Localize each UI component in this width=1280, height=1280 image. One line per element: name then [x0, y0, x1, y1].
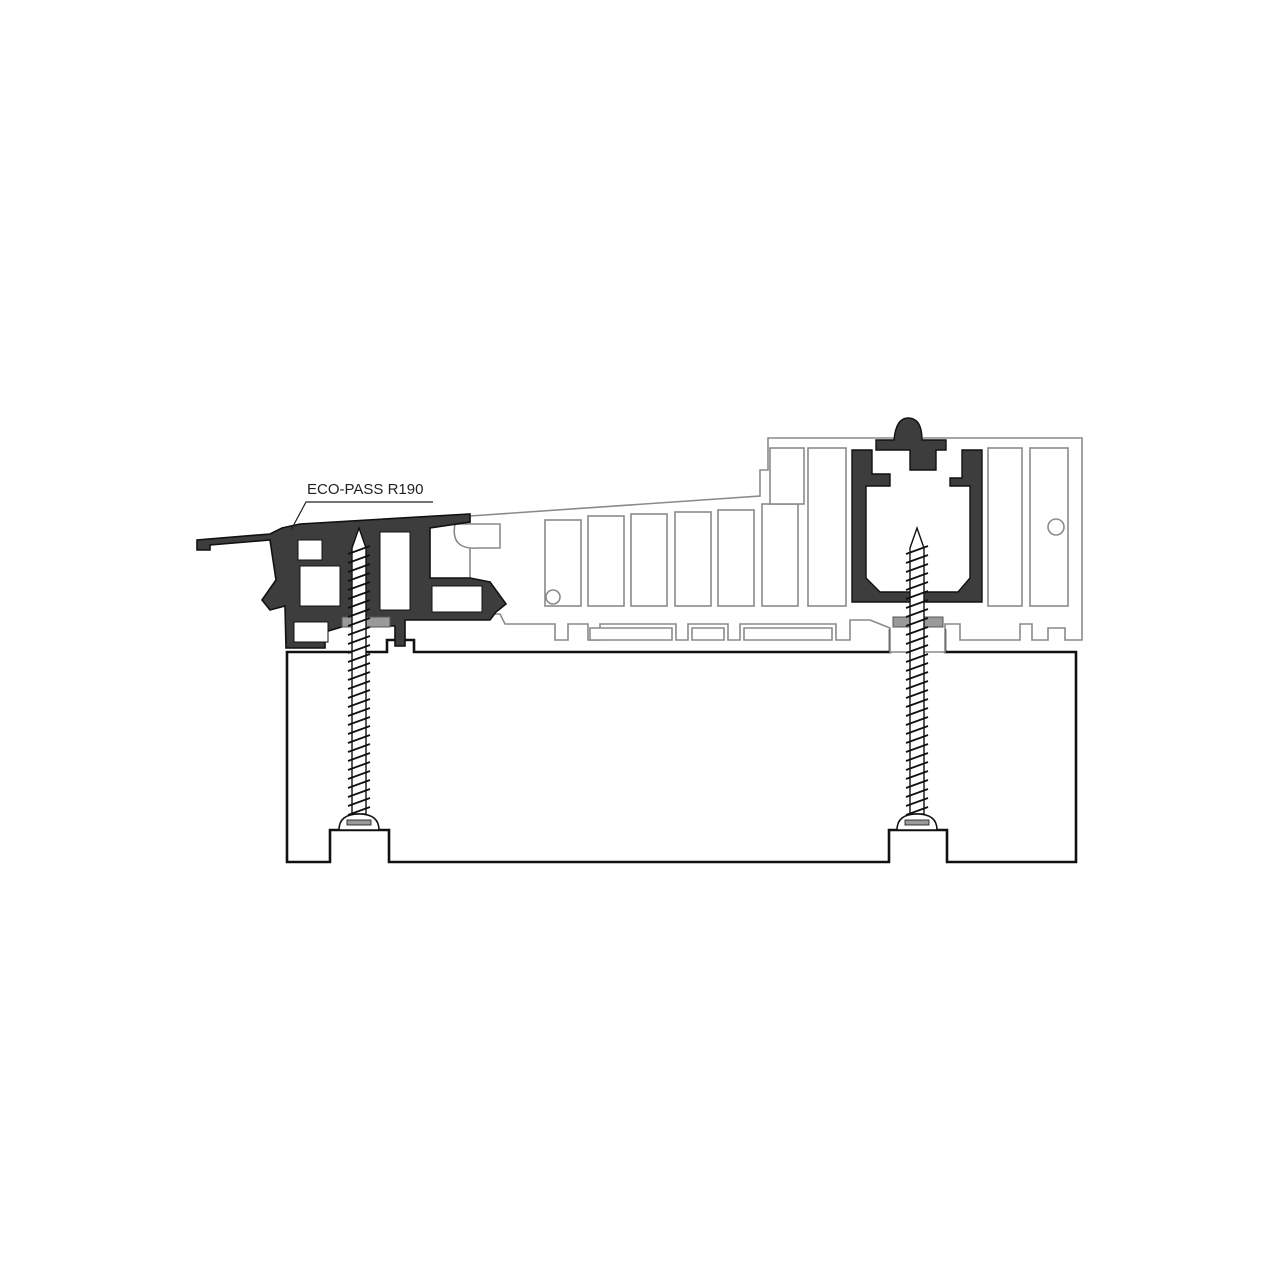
screw-thread [905, 716, 929, 726]
screw-thread [347, 635, 371, 645]
screw-thread [905, 689, 929, 699]
screw-thread [347, 752, 371, 762]
screw-thread [347, 779, 371, 789]
screw-thread [347, 797, 371, 807]
screw-thread [347, 707, 371, 717]
screw-thread [905, 743, 929, 753]
screw-thread [347, 734, 371, 744]
screw-shaft [909, 525, 925, 815]
screw-thread [347, 671, 371, 681]
screw-thread [347, 599, 371, 609]
screw-thread [347, 608, 371, 618]
screw-thread [347, 581, 371, 591]
base-sill-block [285, 621, 1078, 864]
left-fixing-screw [338, 525, 380, 831]
screw-thread [347, 653, 371, 663]
screw-thread [905, 626, 929, 636]
screw-thread [347, 572, 371, 582]
screw-thread [347, 644, 371, 654]
inner-channel-insert [851, 417, 983, 603]
screw-thread [347, 698, 371, 708]
product-label: ECO-PASS R190 [307, 481, 423, 498]
screw-thread [905, 662, 929, 672]
screw-thread [347, 725, 371, 735]
screw-thread [905, 671, 929, 681]
screw-drive-slot [346, 819, 372, 826]
screw-thread [347, 716, 371, 726]
screw-thread [905, 806, 929, 816]
screw-thread [347, 554, 371, 564]
screw-thread [347, 770, 371, 780]
screw-thread [905, 779, 929, 789]
screw-thread [347, 545, 371, 555]
label-leader-line [290, 501, 433, 531]
composite-threshold-profile [453, 437, 1083, 653]
screw-thread [347, 626, 371, 636]
screw-thread [905, 545, 929, 555]
screw-thread [905, 563, 929, 573]
screw-thread [905, 797, 929, 807]
screw-thread [905, 698, 929, 708]
screw-thread [347, 743, 371, 753]
screw-thread [347, 563, 371, 573]
screw-thread [347, 689, 371, 699]
screw-thread [905, 707, 929, 717]
screw-thread [905, 599, 929, 609]
screw-drive-slot [904, 819, 930, 826]
screw-thread [347, 617, 371, 627]
screw-thread [905, 635, 929, 645]
screw-thread [905, 644, 929, 654]
screw-thread [905, 653, 929, 663]
screw-thread [905, 725, 929, 735]
screw-shaft [351, 525, 367, 815]
screw-thread [905, 581, 929, 591]
screw-thread [905, 617, 929, 627]
screw-thread [905, 752, 929, 762]
screw-thread [347, 680, 371, 690]
screw-thread [905, 572, 929, 582]
screw-thread [905, 734, 929, 744]
screw-thread [347, 788, 371, 798]
screw-thread [905, 680, 929, 690]
screw-thread [905, 770, 929, 780]
screw-thread [905, 554, 929, 564]
screw-thread [347, 662, 371, 672]
right-fixing-screw [896, 525, 938, 831]
screw-thread [347, 761, 371, 771]
screw-thread [905, 788, 929, 798]
screw-thread [905, 590, 929, 600]
screw-thread [347, 590, 371, 600]
screw-thread [347, 806, 371, 816]
screw-thread [905, 761, 929, 771]
screw-thread [905, 608, 929, 618]
